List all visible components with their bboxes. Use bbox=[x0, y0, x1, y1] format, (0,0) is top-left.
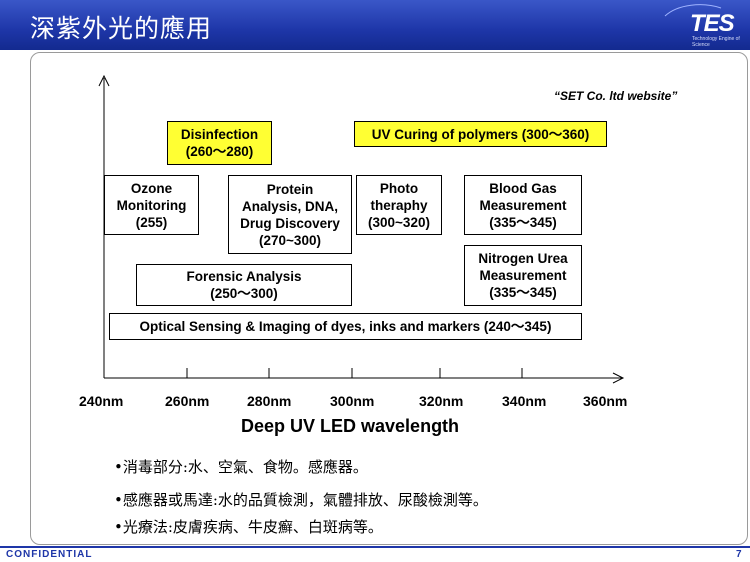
box-text: Measurement bbox=[479, 197, 567, 213]
uv-curing-box: UV Curing of polymers (300～360) bbox=[354, 121, 607, 147]
box-text: UV Curing of polymers (300～360) bbox=[371, 126, 590, 142]
tick-label: 260nm bbox=[165, 393, 210, 409]
box-text: Analysis, DNA, bbox=[241, 198, 339, 214]
box-text: (255) bbox=[135, 214, 168, 230]
box-text: Ozone bbox=[130, 180, 173, 196]
protein-analysis-box: Protein Analysis, DNA, Drug Discovery (2… bbox=[228, 175, 352, 254]
slide-title: 深紫外光的應用 bbox=[30, 14, 213, 43]
bullet-item: •消毒部分:水、空氣、食物。感應器。 bbox=[114, 458, 368, 476]
logo-swoosh-icon bbox=[664, 4, 722, 17]
phototherapy-box: Photo theraphy (300~320) bbox=[356, 175, 442, 235]
footer-divider bbox=[0, 546, 750, 548]
confidential-label: CONFIDENTIAL bbox=[6, 549, 93, 560]
box-text: Monitoring bbox=[116, 197, 187, 213]
page-number: 7 bbox=[736, 549, 742, 560]
tick-marks bbox=[186, 368, 523, 378]
optical-sensing-box: Optical Sensing & Imaging of dyes, inks … bbox=[109, 313, 582, 340]
box-text: (335～345) bbox=[489, 214, 557, 230]
box-text: Nitrogen Urea bbox=[478, 251, 568, 266]
box-text: Protein bbox=[266, 181, 314, 197]
tick-label: 320nm bbox=[419, 393, 464, 409]
tick-label: 300nm bbox=[330, 393, 375, 409]
logo-tagline: Technology Engine of Science bbox=[692, 36, 740, 48]
box-text: theraphy bbox=[370, 197, 428, 213]
blood-gas-box: Blood Gas Measurement (335～345) bbox=[464, 175, 582, 235]
box-text: Forensic Analysis bbox=[186, 269, 302, 284]
box-text: (335～345) bbox=[489, 285, 557, 300]
source-citation: “SET Co. ltd website” bbox=[554, 89, 678, 103]
box-text: Photo bbox=[379, 180, 419, 196]
disinfection-box: Disinfection (260～280) bbox=[167, 121, 272, 165]
bullet-item: •光療法:皮膚疾病、牛皮癬、白斑病等。 bbox=[114, 518, 383, 536]
x-axis-label: Deep UV LED wavelength bbox=[241, 416, 460, 436]
title-bar: 深紫外光的應用 TES Technology Engine of Science bbox=[0, 0, 750, 50]
box-text: Optical Sensing & Imaging of dyes, inks … bbox=[139, 319, 552, 334]
box-text: (300~320) bbox=[368, 214, 430, 230]
tick-label: 240nm bbox=[79, 393, 124, 409]
box-text: (260～280) bbox=[185, 144, 254, 159]
company-logo: TES bbox=[690, 10, 735, 37]
forensic-analysis-box: Forensic Analysis (250～300) bbox=[136, 264, 352, 306]
bullet-item: •感應器或馬達:水的品質檢測，氣體排放、尿酸檢測等。 bbox=[114, 491, 488, 509]
tick-label: 280nm bbox=[247, 393, 292, 409]
box-text: Blood Gas bbox=[489, 180, 557, 196]
tick-label: 340nm bbox=[502, 393, 547, 409]
tick-label: 360nm bbox=[583, 393, 628, 409]
nitrogen-urea-box: Nitrogen Urea Measurement (335～345) bbox=[464, 245, 582, 306]
box-text: Disinfection bbox=[180, 127, 259, 142]
box-text: Measurement bbox=[479, 268, 567, 283]
x-axis bbox=[104, 372, 625, 384]
box-text: (270~300) bbox=[259, 232, 321, 248]
ozone-monitoring-box: Ozone Monitoring (255) bbox=[104, 175, 199, 235]
box-text: Drug Discovery bbox=[240, 215, 340, 231]
box-text: (250～300) bbox=[210, 286, 278, 301]
